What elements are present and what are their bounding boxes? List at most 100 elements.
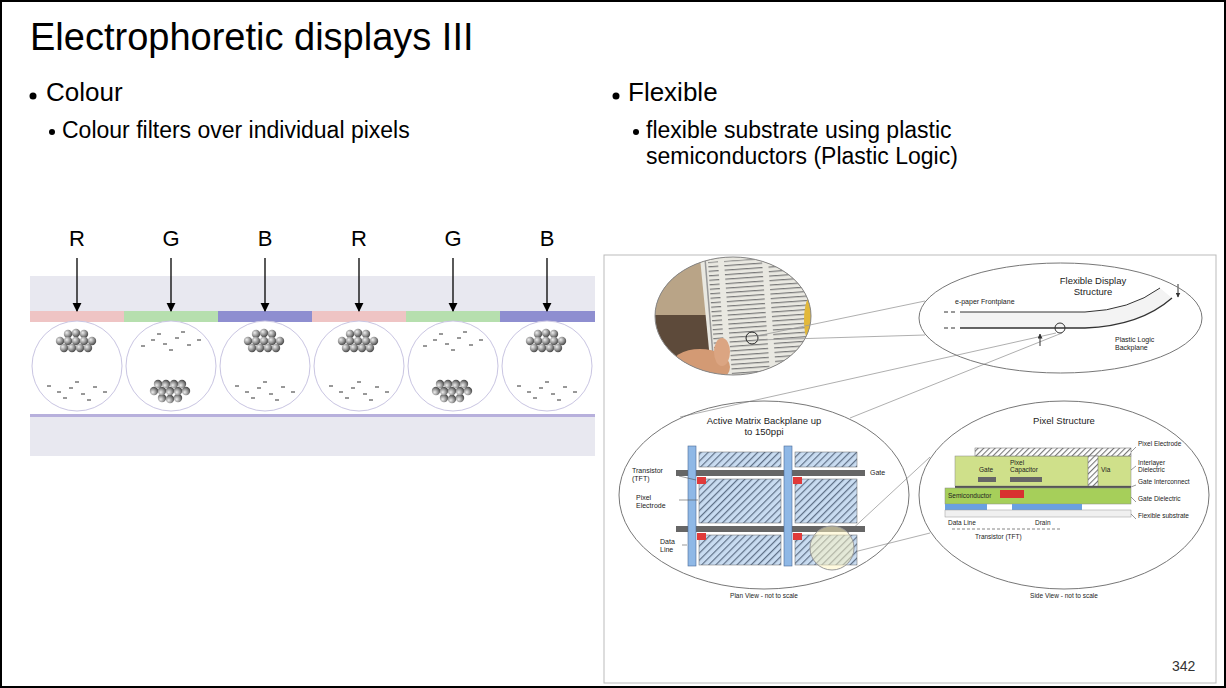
filter-letter: G xyxy=(444,226,461,251)
filter-letter: R xyxy=(69,226,85,251)
colour-filter-diagram-part xyxy=(30,414,595,417)
pixel-side-view-part xyxy=(978,477,996,482)
part-label: Flexible substrate xyxy=(1138,512,1190,519)
flexible-structure-sketch-part xyxy=(1055,323,1065,333)
colour-filter-diagram-part xyxy=(47,329,107,400)
pixel-side-view-part xyxy=(945,488,1131,504)
colour-filter-diagram-part xyxy=(329,329,389,400)
part-label: Gate xyxy=(979,466,993,473)
ellipse-heading: Active Matrix Backplane up to 150ppi xyxy=(706,416,822,438)
colour-filter-diagram-part xyxy=(235,329,295,400)
active-matrix-plan-part xyxy=(699,535,781,565)
filter-letter: B xyxy=(258,226,273,251)
colour-filter-diagram-part xyxy=(218,311,312,322)
ellipse-outline xyxy=(919,263,1202,373)
pixel-side-view-part-part xyxy=(1131,466,1136,470)
bullet-dots-part xyxy=(613,93,620,100)
active-matrix-plan-part xyxy=(688,446,696,566)
photo-ellipse-part-part xyxy=(714,338,730,366)
active-matrix-plan-part xyxy=(679,476,698,545)
photo-ellipse-part xyxy=(650,250,820,385)
photo-ellipse-part-part xyxy=(700,250,815,380)
colour-filter-diagram-part xyxy=(30,322,595,414)
bullet-text: Colour xyxy=(46,78,123,108)
pixel-side-view-part xyxy=(952,529,1062,530)
colour-filter-diagram-part-part xyxy=(170,258,171,311)
colour-filter-diagram-part xyxy=(124,311,218,322)
pixel-side-view-part xyxy=(955,486,1131,488)
colour-filter-diagram-part-part xyxy=(408,321,498,411)
sub-bullet-text: Colour filters over individual pixels xyxy=(62,117,410,143)
pixel-side-view-part-part xyxy=(1131,497,1136,502)
pixel-side-view-part xyxy=(975,448,1131,456)
ellipse-outline xyxy=(919,401,1209,589)
zoom-ellipse: Flexible Display Structure xyxy=(918,262,1203,374)
photo-ellipse-part xyxy=(655,257,811,375)
pixel-side-view-part xyxy=(1088,456,1098,486)
part-label: Drain xyxy=(1035,519,1051,526)
active-matrix-plan-part-part xyxy=(793,477,802,484)
part-label: Gate Interconnect xyxy=(1138,478,1190,485)
pixel-side-view-part-part xyxy=(1131,514,1136,519)
bullet-dots-part xyxy=(49,129,55,135)
active-matrix-plan-part-part xyxy=(679,476,696,480)
flexible-structure-sketch-part-part xyxy=(951,312,955,313)
colour-filter-diagram-part-part xyxy=(76,258,77,311)
flexible-structure-sketch-part-part xyxy=(944,312,948,313)
colour-filter-diagram-part xyxy=(500,311,595,322)
colour-filter-diagram-part-part xyxy=(358,258,359,311)
pixel-side-view-part xyxy=(1010,477,1042,482)
zoom-lines-part xyxy=(854,533,930,552)
flexible-structure-sketch-part xyxy=(960,288,1172,328)
zoom-lines-part xyxy=(680,333,1056,417)
active-matrix-plan-part-part xyxy=(697,533,706,540)
active-matrix-plan xyxy=(676,446,865,570)
colour-filter-diagram xyxy=(30,258,595,456)
active-matrix-plan-part xyxy=(810,526,854,570)
active-matrix-plan-part xyxy=(676,470,865,476)
colour-filter-diagram-part-part xyxy=(220,321,310,411)
pixel-side-view xyxy=(945,447,1136,529)
zoom-ellipse: Pixel Structure xyxy=(918,400,1210,590)
colour-filter-diagram-part xyxy=(312,311,406,322)
bullet-text: Flexible xyxy=(628,78,718,108)
colour-filter-diagram-part-part xyxy=(452,258,453,311)
part-label: e-paper Frontplane xyxy=(955,298,1015,306)
slide-title: Electrophoretic displays III xyxy=(30,16,474,60)
filter-letter: B xyxy=(540,226,555,251)
ellipse-heading: Pixel Structure xyxy=(1004,416,1124,427)
part-label: Via xyxy=(1101,466,1110,473)
page-number: 342 xyxy=(1172,658,1195,674)
pixel-side-view-part xyxy=(1131,447,1136,519)
colour-filter-diagram-part-part xyxy=(502,321,592,411)
colour-filter-diagram-part xyxy=(141,332,201,403)
zoom-lines-part xyxy=(850,333,1062,418)
colour-filter-diagram-part-part xyxy=(264,258,265,311)
flexible-structure-sketch-part-part xyxy=(944,328,948,329)
zoom-lines-part xyxy=(848,457,930,533)
active-matrix-plan-part-part xyxy=(793,533,802,540)
active-matrix-plan-part xyxy=(699,479,781,523)
active-matrix-plan-part-part xyxy=(682,545,687,546)
colour-filter-diagram-part-part xyxy=(546,258,547,311)
photo-ellipse-part xyxy=(746,332,758,344)
pixel-side-view-part xyxy=(1000,490,1024,498)
photo-ellipse-part-part xyxy=(650,255,820,380)
pixel-side-view-part xyxy=(945,510,1131,517)
active-matrix-plan-part xyxy=(697,477,802,540)
ellipse-heading: Flexible Display Structure xyxy=(1043,276,1143,298)
part-label: Plastic Logic Backplane xyxy=(1115,336,1171,351)
flexible-structure-sketch-part xyxy=(1040,334,1041,346)
colour-filter-diagram-part xyxy=(32,321,592,411)
flexible-structure-sketch-part-part xyxy=(951,328,955,329)
active-matrix-plan-part-part xyxy=(697,477,706,484)
view-note: Plan View - not to scale xyxy=(730,592,798,599)
filter-letter: G xyxy=(162,226,179,251)
ellipse-outline xyxy=(918,400,1210,590)
active-matrix-plan-part-part xyxy=(679,500,698,501)
colour-filter-diagram-part-part xyxy=(314,321,404,411)
zoom-lines-part xyxy=(757,301,925,336)
active-matrix-plan-part xyxy=(795,479,857,523)
pixel-side-view-part-part xyxy=(1131,485,1136,487)
